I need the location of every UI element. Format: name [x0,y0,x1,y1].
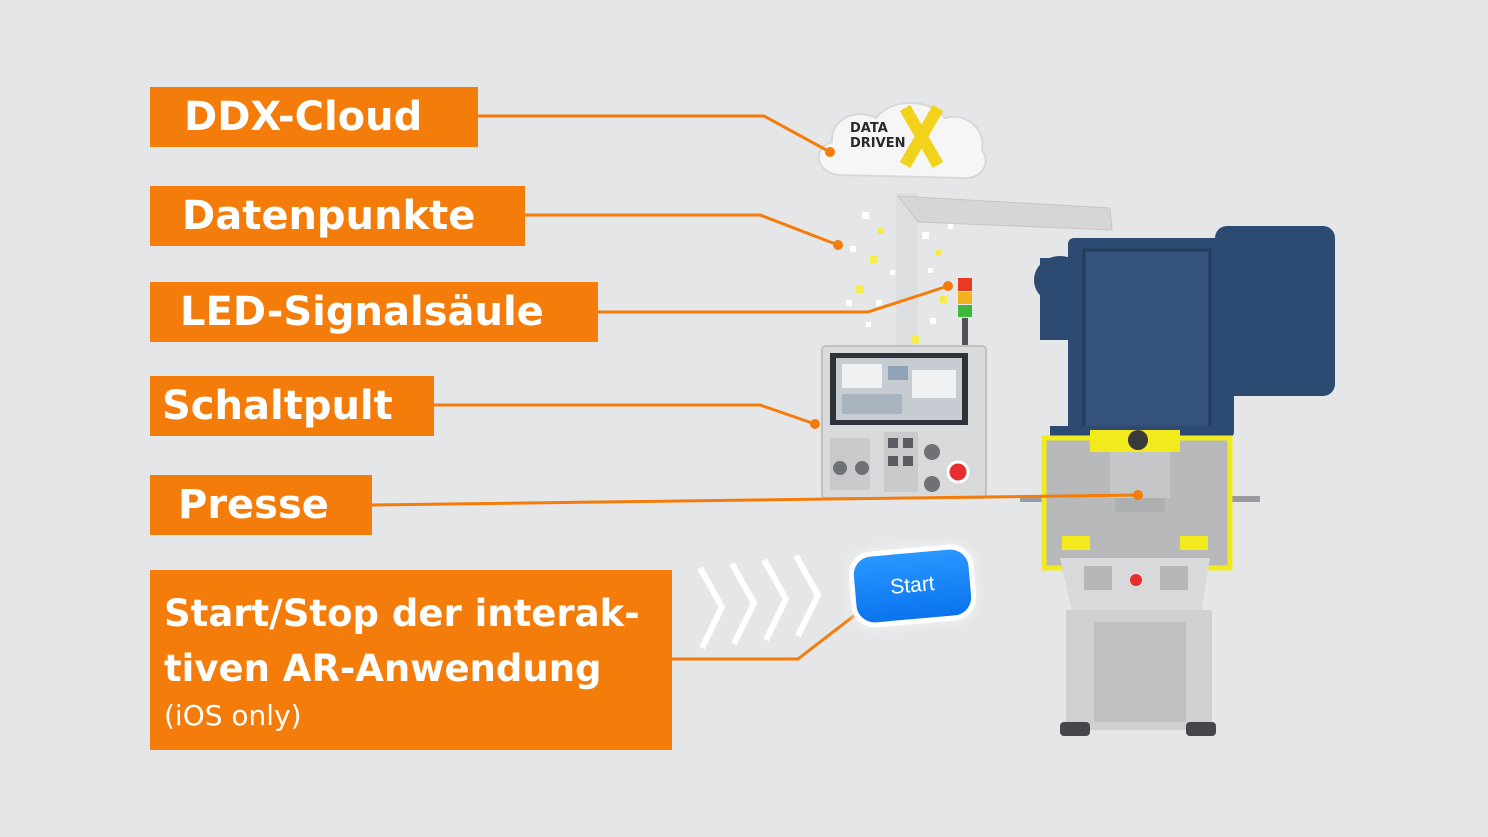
signal-tower-icon [958,278,972,348]
schaltpult-label-text: Schaltpult [162,383,393,429]
chevron-right-icon [697,554,822,650]
start-stop-label: Start/Stop der interak- tiven AR-Anwendu… [150,570,672,750]
presse-label: Presse [150,475,372,535]
mounting-arm [896,193,1113,358]
ddx-cloud-label: DDX-Cloud [150,87,478,147]
datenpunkte-label-text: Datenpunkte [182,193,476,239]
presse-label-text: Presse [178,482,329,528]
control-panel-icon [821,345,987,499]
start-stop-label-sub: (iOS only) [164,699,302,732]
schaltpult-label: Schaltpult [150,376,434,436]
press-machine-icon [1020,226,1335,736]
cloud-logo-line1: DATA [850,121,888,136]
cloud-icon: DATA DRIVEN [817,102,987,180]
leader-lines [371,114,1139,661]
datenpunkte-label: Datenpunkte [150,186,525,246]
led-signalsaeule-label: LED-Signalsäule [150,282,598,342]
start-button-label: Start [889,572,936,599]
start-stop-label-line2: tiven AR-Anwendung [164,647,602,690]
start-button[interactable]: Start [852,548,973,624]
led-signalsaeule-label-text: LED-Signalsäule [180,289,544,335]
start-stop-label-line1: Start/Stop der interak- [164,592,640,635]
leader-line-dots [810,147,1143,603]
cloud-logo-line2: DRIVEN [850,136,905,151]
ddx-cloud-label-text: DDX-Cloud [184,94,423,140]
